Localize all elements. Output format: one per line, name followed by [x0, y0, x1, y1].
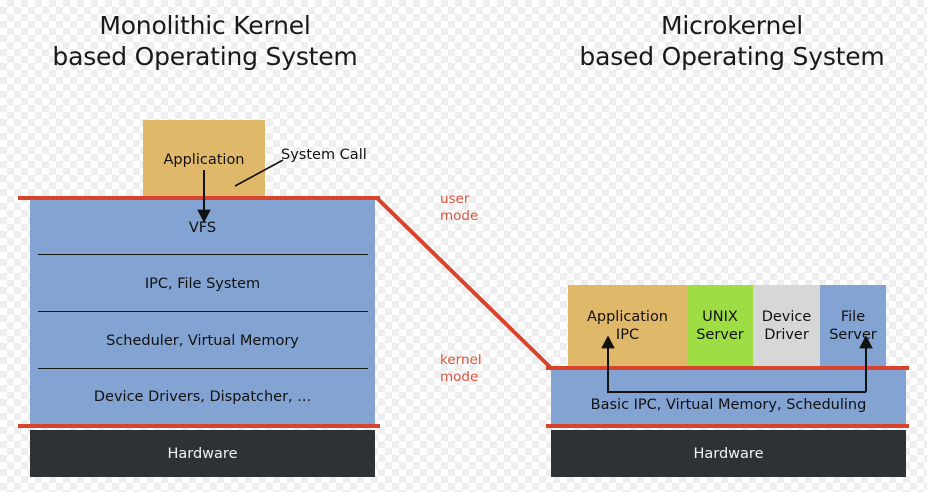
left-diagram-title: Monolithic Kernel based Operating System [52, 11, 358, 71]
kernel-hardware-boundary-right [546, 424, 909, 428]
right-hardware-bar: Hardware [551, 430, 906, 477]
user-kernel-boundary-left [18, 196, 380, 200]
left-layer-divider-3 [38, 368, 368, 369]
system-call-label: System Call [281, 147, 367, 163]
left-layer-divider-2 [38, 311, 368, 312]
right-diagram-title: Microkernel based Operating System [579, 11, 885, 71]
left-application-box: Application [143, 120, 265, 199]
user-mode-label: user mode [440, 191, 479, 224]
right-server-unix-server: UNIX Server [687, 285, 753, 367]
right-server-application-ipc: Application IPC [568, 285, 687, 367]
left-kernel-layer-ipc-filesystem: IPC, File System [30, 255, 375, 312]
left-kernel-layer-device-drivers: Device Drivers, Dispatcher, ... [30, 369, 375, 424]
kernel-hardware-boundary-left [18, 424, 380, 428]
right-server-device-driver: Device Driver [753, 285, 820, 367]
left-kernel-layer-scheduler-vm: Scheduler, Virtual Memory [30, 312, 375, 369]
left-hardware-bar: Hardware [30, 430, 375, 477]
left-kernel-layer-vfs: VFS [30, 200, 375, 255]
left-layer-divider-1 [38, 254, 368, 255]
right-microkernel-bar: Basic IPC, Virtual Memory, Scheduling [551, 370, 906, 424]
kernel-mode-label: kernel mode [440, 352, 482, 385]
user-kernel-boundary-right [546, 366, 909, 370]
right-server-file-server: File Server [820, 285, 886, 367]
